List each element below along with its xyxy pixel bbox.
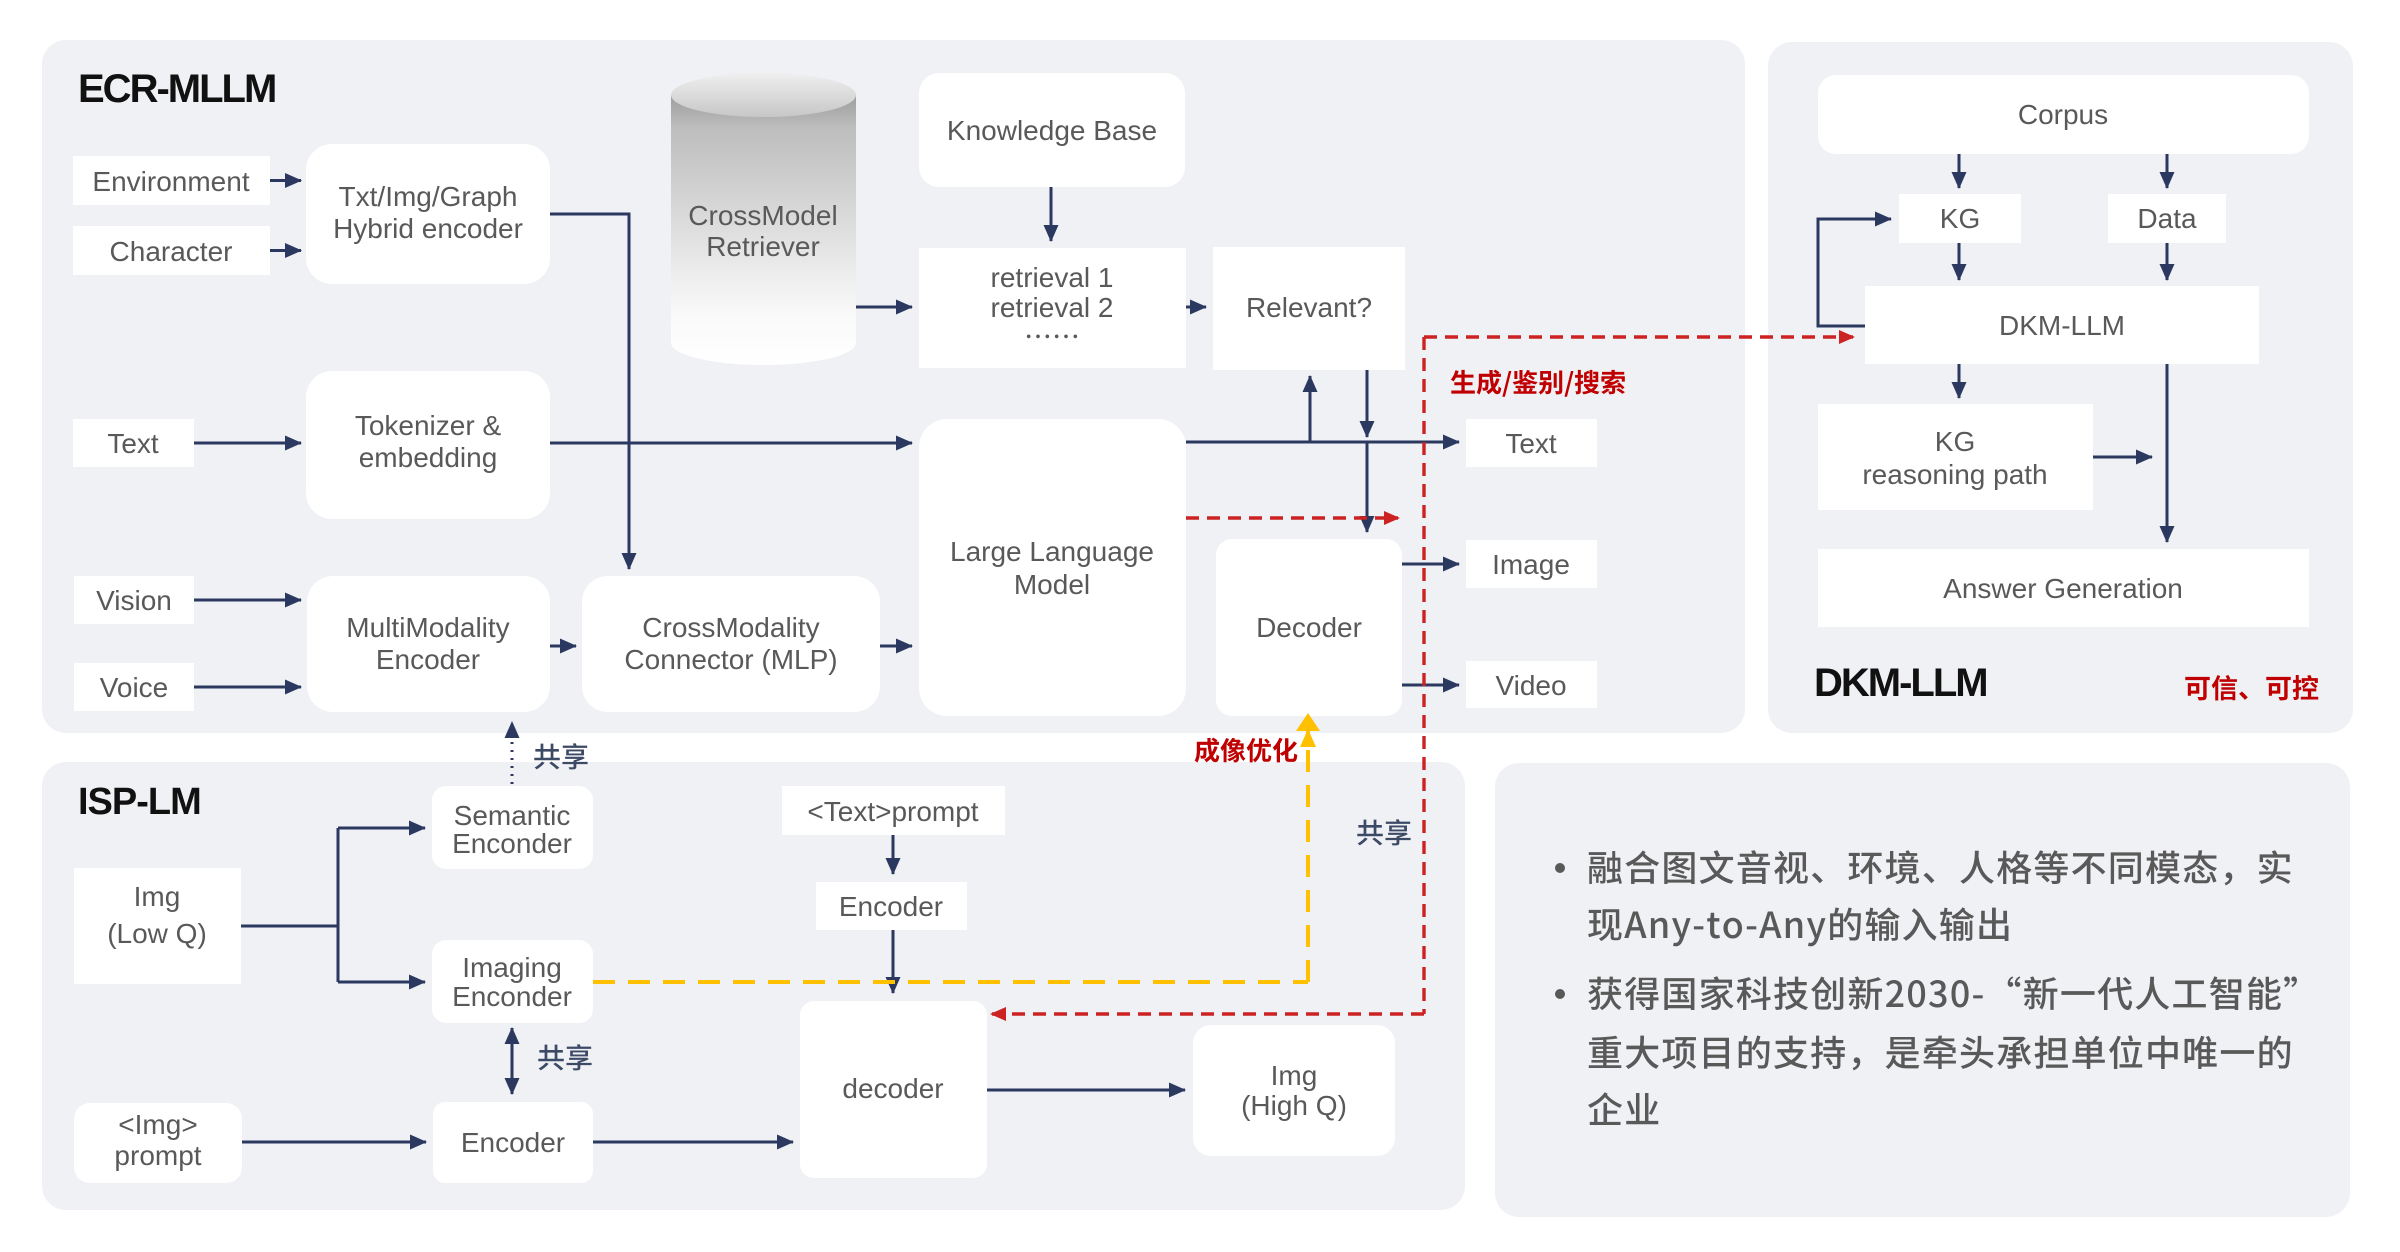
svg-text:ISP-LM: ISP-LM	[78, 781, 201, 823]
svg-text:Text: Text	[107, 428, 159, 459]
svg-text:Enconder: Enconder	[452, 981, 572, 1012]
svg-text:Large Language: Large Language	[950, 536, 1154, 567]
svg-text:Tokenizer &: Tokenizer &	[355, 410, 502, 441]
svg-text:CrossModality: CrossModality	[642, 612, 819, 643]
svg-text:(High Q): (High Q)	[1241, 1090, 1347, 1121]
svg-text:Data: Data	[2137, 203, 2197, 234]
svg-text:Enconder: Enconder	[452, 828, 572, 859]
svg-text:decoder: decoder	[842, 1073, 943, 1104]
svg-text:Semantic: Semantic	[454, 800, 571, 831]
svg-text:Voice: Voice	[100, 672, 169, 703]
svg-text:retrieval 2: retrieval 2	[991, 292, 1114, 323]
svg-text:Encoder: Encoder	[376, 644, 480, 675]
svg-text:embedding: embedding	[359, 442, 498, 473]
svg-text:Img: Img	[134, 881, 181, 912]
svg-text:Corpus: Corpus	[2018, 99, 2108, 130]
svg-text:Model: Model	[1014, 569, 1090, 600]
svg-text:Environment: Environment	[92, 166, 249, 197]
svg-text:reasoning path: reasoning path	[1862, 459, 2047, 490]
svg-text:ECR-MLLM: ECR-MLLM	[78, 67, 275, 111]
svg-text:DKM-LLM: DKM-LLM	[1814, 661, 1987, 705]
svg-text:Img: Img	[1271, 1060, 1318, 1091]
svg-text:Text: Text	[1505, 428, 1557, 459]
svg-text:Video: Video	[1495, 670, 1566, 701]
svg-text:Retriever: Retriever	[706, 231, 820, 262]
svg-text:prompt: prompt	[114, 1140, 201, 1171]
svg-text:Character: Character	[110, 236, 233, 267]
svg-text:CrossModel: CrossModel	[688, 200, 837, 231]
svg-text:Encoder: Encoder	[839, 891, 943, 922]
svg-text:retrieval 1: retrieval 1	[991, 262, 1114, 293]
svg-text:DKM-LLM: DKM-LLM	[1999, 310, 2125, 341]
svg-text:Knowledge Base: Knowledge Base	[947, 115, 1157, 146]
svg-text:KG: KG	[1935, 426, 1975, 457]
svg-text:Relevant?: Relevant?	[1246, 292, 1372, 323]
svg-text:Answer Generation: Answer Generation	[1943, 573, 2183, 604]
svg-text:<Text>prompt: <Text>prompt	[807, 796, 978, 827]
svg-text:Imaging: Imaging	[462, 952, 562, 983]
svg-text:Image: Image	[1492, 549, 1570, 580]
svg-text:Encoder: Encoder	[461, 1127, 565, 1158]
svg-text:<Img>: <Img>	[118, 1109, 197, 1140]
svg-text:Hybrid encoder: Hybrid encoder	[333, 213, 523, 244]
svg-text:Vision: Vision	[96, 585, 172, 616]
svg-text:Txt/Img/Graph: Txt/Img/Graph	[339, 181, 518, 212]
svg-text:Decoder: Decoder	[1256, 612, 1362, 643]
svg-text:(Low Q): (Low Q)	[107, 918, 207, 949]
svg-text:MultiModality: MultiModality	[346, 612, 509, 643]
svg-text:KG: KG	[1940, 203, 1980, 234]
svg-text:Connector (MLP): Connector (MLP)	[624, 644, 837, 675]
